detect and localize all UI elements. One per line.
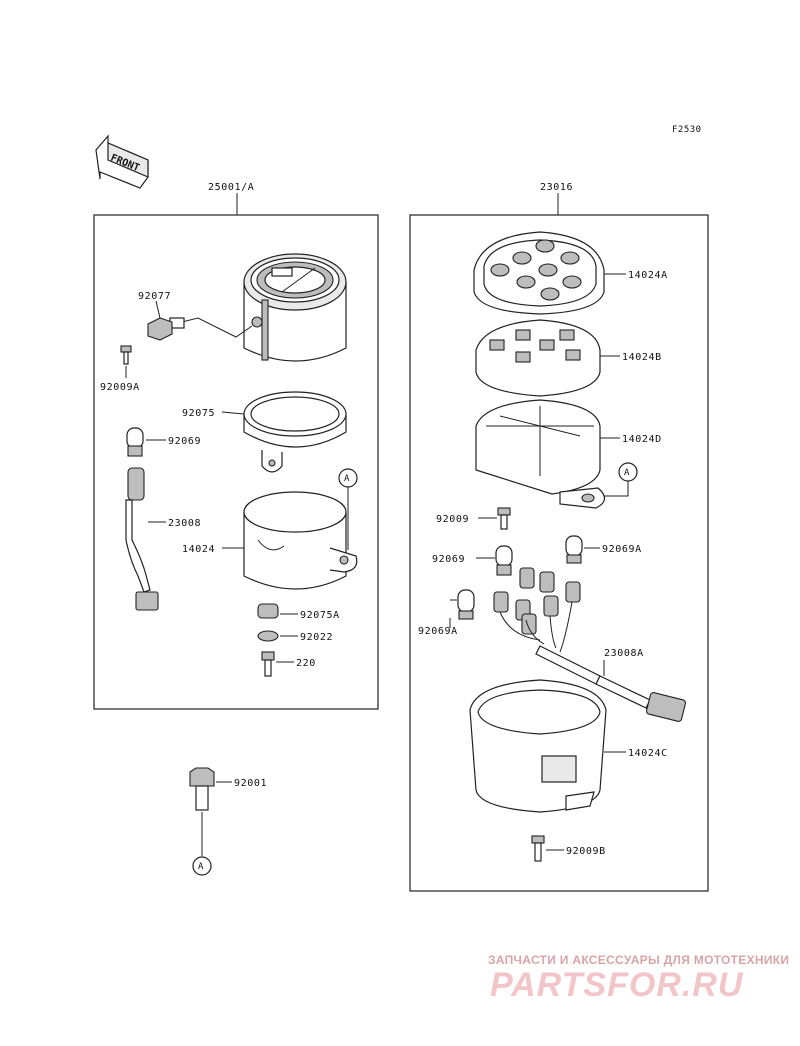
socket-wire-part <box>125 467 159 611</box>
gasket-ring-part <box>243 391 347 473</box>
grommet-part <box>257 603 279 619</box>
left-group-box <box>93 214 379 710</box>
indicator-housing-part <box>475 399 606 509</box>
socket-harness-part <box>493 567 687 722</box>
washer-part <box>257 630 279 642</box>
screw-92009-part <box>497 507 511 530</box>
label-92075a: 92075A <box>300 610 340 621</box>
ref-a-bottom <box>192 856 212 876</box>
label-92009: 92009 <box>436 514 469 525</box>
watermark-brand: PARTSFOR.RU <box>490 966 744 1004</box>
cable-fitting-part <box>147 317 253 341</box>
right-group-box <box>409 214 709 892</box>
ref-a-right-label: A <box>624 468 630 478</box>
lower-case-part <box>469 679 607 813</box>
label-92069a-right: 92069A <box>602 544 642 555</box>
bulb-92069-part <box>495 545 513 576</box>
label-92069a-left: 92069A <box>418 626 458 637</box>
label-92077: 92077 <box>138 291 171 302</box>
ref-a-left-label: A <box>344 474 350 484</box>
left-group-title: 25001/A <box>208 182 254 193</box>
bulb-92069a-left-part <box>457 589 475 620</box>
label-92001: 92001 <box>234 778 267 789</box>
label-92069-right: 92069 <box>432 554 465 565</box>
label-92009a: 92009A <box>100 382 140 393</box>
bulb-92069a-part <box>565 535 583 564</box>
figure-code: F2530 <box>672 125 702 135</box>
label-92009b: 92009B <box>566 846 606 857</box>
label-220: 220 <box>296 658 316 669</box>
watermark-tagline: ЗАПЧАСТИ И АКСЕССУАРЫ ДЛЯ МОТОТЕХНИКИ <box>488 953 789 967</box>
label-92075: 92075 <box>182 408 215 419</box>
screw-92009b-part <box>531 835 545 862</box>
label-14024b: 14024B <box>622 352 662 363</box>
indicator-lens-part <box>473 231 605 315</box>
label-23008: 23008 <box>168 518 201 529</box>
bulb-part <box>126 427 144 457</box>
label-14024d: 14024D <box>622 434 662 445</box>
speedometer-part <box>243 253 347 362</box>
ref-a-bottom-label: A <box>198 862 204 872</box>
label-14024: 14024 <box>182 544 215 555</box>
right-group-title: 23016 <box>540 182 573 193</box>
indicator-cover-part <box>475 319 601 397</box>
bolt-220-part <box>261 651 275 677</box>
bolt-92001-part <box>189 767 215 811</box>
label-14024a: 14024A <box>628 270 668 281</box>
label-14024c: 14024C <box>628 748 668 759</box>
label-92069: 92069 <box>168 436 201 447</box>
meter-case-part <box>243 491 358 590</box>
label-92022: 92022 <box>300 632 333 643</box>
label-23008a: 23008A <box>604 648 644 659</box>
screw-part <box>120 345 132 365</box>
front-arrow-icon: FRONT <box>95 134 149 189</box>
